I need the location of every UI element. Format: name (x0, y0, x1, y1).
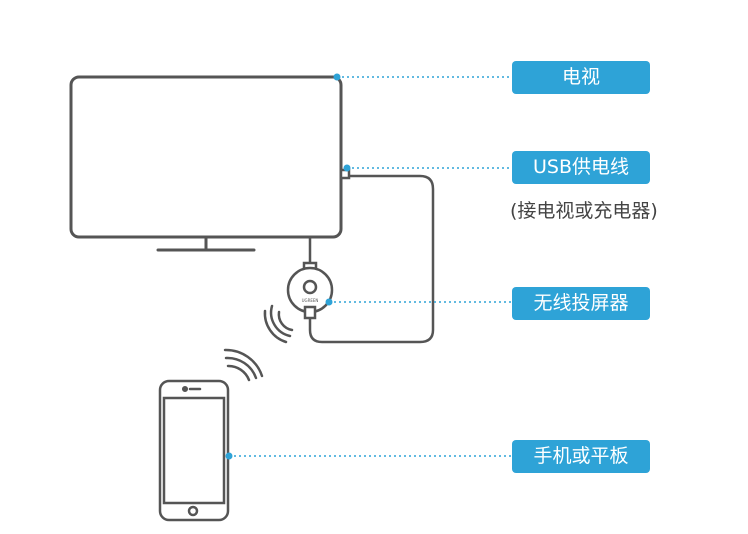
usb-cable (308, 174, 435, 344)
usb-cable-icon (308, 168, 435, 344)
label-dongle: 无线投屏器 (512, 287, 650, 320)
dongle-button (302, 279, 318, 295)
phone-screen (162, 396, 226, 505)
label-tv: 电视 (512, 61, 650, 94)
dongle-brand: UGREEN (302, 298, 319, 303)
dot-usb (343, 164, 351, 172)
wifi-signal-icon (223, 348, 264, 382)
leader-lines (229, 76, 512, 457)
dongle-body (286, 266, 334, 314)
phone-camera (181, 385, 189, 393)
phone-body (158, 379, 230, 522)
dongle-icon (286, 237, 334, 320)
dot-dongle (325, 298, 333, 306)
dongle-usb-plug (303, 305, 317, 320)
tv-screen (69, 75, 343, 239)
dot-tv (333, 73, 341, 81)
wifi-signal-icon (263, 304, 294, 344)
tv-icon (69, 75, 343, 252)
phone-home-button (187, 505, 199, 517)
label-usb-cable: USB供电线 (512, 151, 650, 184)
label-phone: 手机或平板 (512, 440, 650, 473)
dot-phone (225, 452, 233, 460)
leader-dots (225, 73, 351, 460)
label-usb-cable-note: (接电视或充电器) (510, 200, 658, 222)
phone-icon (158, 379, 230, 522)
